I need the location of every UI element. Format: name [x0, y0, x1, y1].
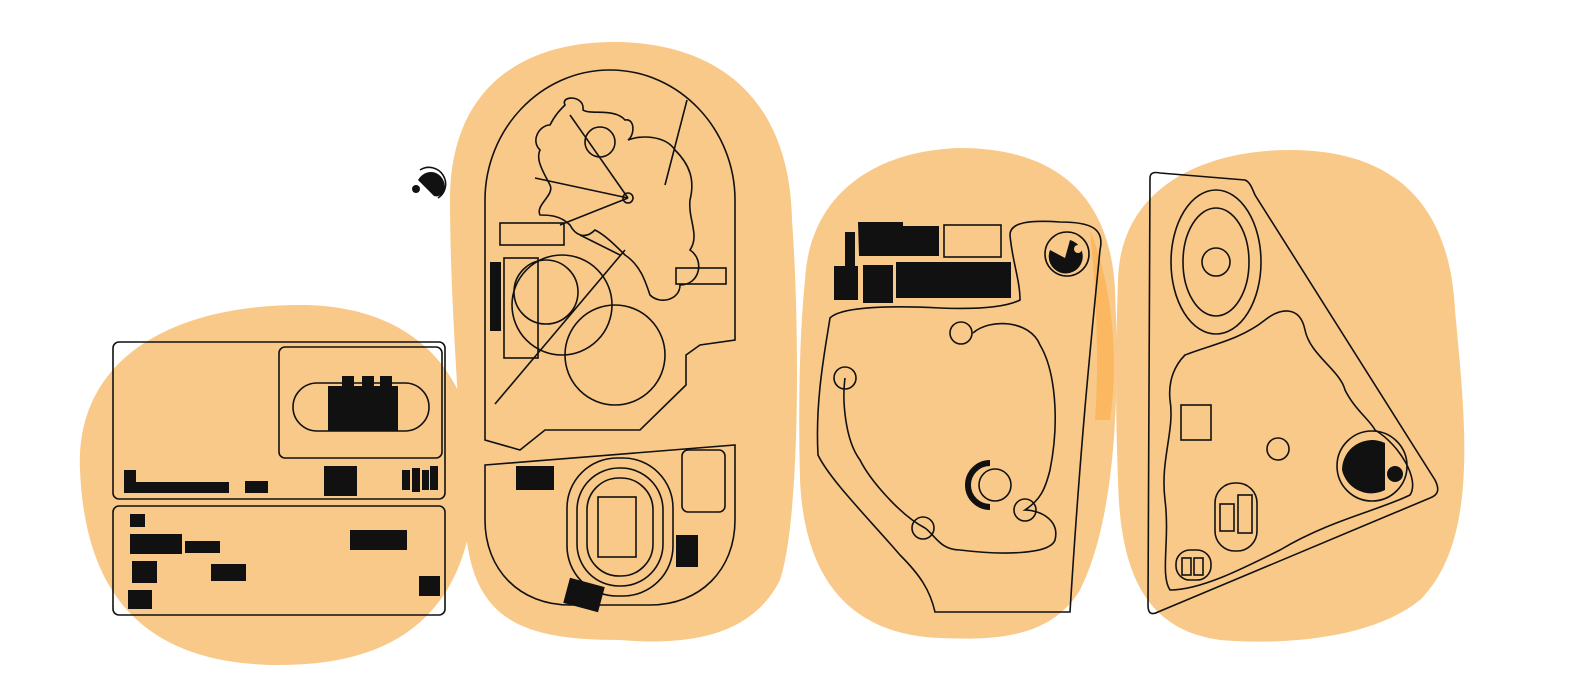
blob-accent	[1090, 230, 1114, 420]
plan-4	[1147, 171, 1439, 615]
compass-icon	[412, 166, 447, 199]
blob-backgrounds	[79, 41, 1465, 665]
plan-1	[112, 341, 446, 616]
blob-2	[450, 41, 797, 642]
blob-4	[1116, 150, 1465, 642]
plan-2	[484, 69, 736, 613]
plan-3	[816, 220, 1102, 613]
